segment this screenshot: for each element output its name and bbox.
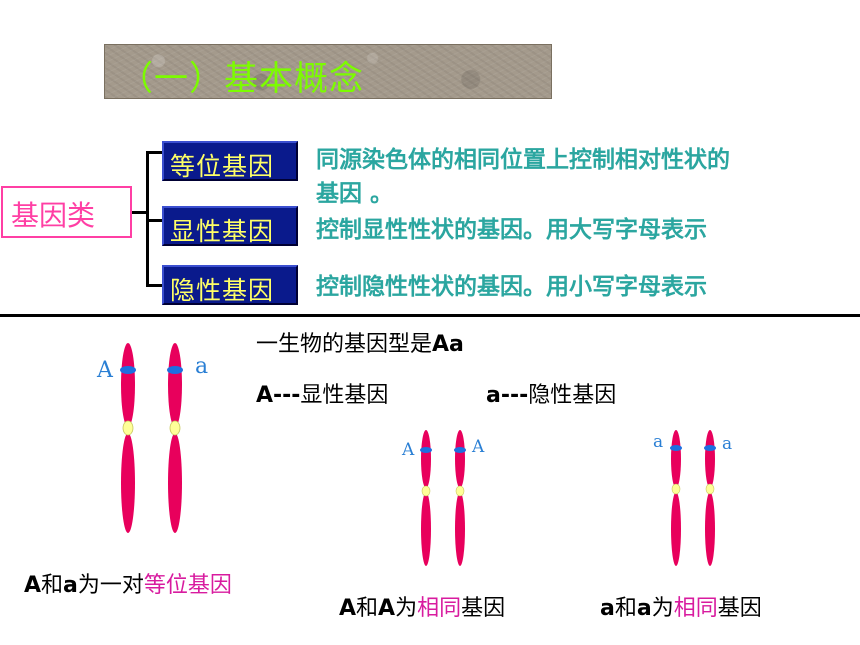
definition-allele-line1: 同源染色体的相同位置上控制相对性状的: [316, 147, 730, 173]
term-recessive: 隐性基因: [162, 265, 298, 305]
section-divider: [0, 314, 860, 317]
title-banner: （一）基本概念: [104, 44, 552, 99]
caption-aa: a和a为相同基因: [600, 596, 762, 621]
allele-label-right: A: [472, 437, 485, 457]
dominant-note: A---显性基因: [256, 383, 389, 408]
category-box: 基因类: [1, 186, 132, 238]
chromosome-left: [670, 430, 682, 566]
chromosome-pair-Aa: A a: [95, 340, 215, 540]
chromosome-pair-Aa-svg: [120, 343, 183, 533]
chromosome-left: [120, 343, 136, 533]
recessive-note: a---隐性基因: [486, 383, 617, 408]
allele-label-left: A: [97, 358, 113, 383]
caption-allele-pair: A和a为一对等位基因: [24, 573, 232, 598]
chromosome-pair-AA-svg: [420, 430, 466, 566]
allele-label-left: a: [653, 432, 664, 452]
term-dominant: 显性基因: [162, 206, 298, 246]
chromosome-right: [454, 430, 466, 566]
allele-label-left: A: [402, 440, 415, 460]
allele-label-right: a: [195, 354, 209, 379]
definition-recessive: 控制隐性性状的基因。用小写字母表示: [316, 274, 707, 300]
chromosome-right: [704, 430, 716, 566]
caption-AA: A和A为相同基因: [339, 596, 506, 621]
definition-dominant: 控制显性性状的基因。用大写字母表示: [316, 217, 707, 243]
chromosome-pair-AA: A A: [400, 428, 490, 573]
chromosome-pair-aa: a a: [650, 428, 740, 573]
allele-label-right: a: [722, 434, 733, 454]
genotype-intro: 一生物的基因型是Aa: [256, 332, 464, 357]
category-label: 基因类: [11, 199, 96, 232]
chromosome-right: [167, 343, 183, 533]
definition-allele-line2: 基因 。: [316, 181, 394, 207]
chromosome-pair-aa-svg: [670, 430, 716, 566]
term-allele: 等位基因: [162, 141, 298, 181]
chromosome-left: [420, 430, 432, 566]
page-title: （一）基本概念: [119, 59, 364, 99]
